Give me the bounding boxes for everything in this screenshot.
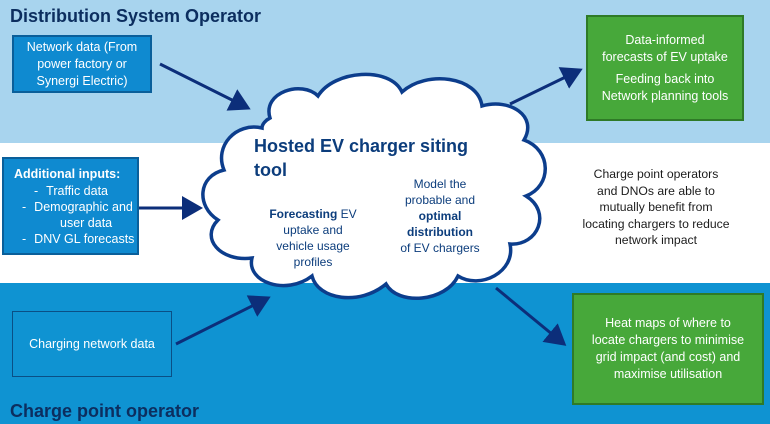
charging-network-data-box: Charging network data (12, 311, 172, 377)
additional-inputs-title: Additional inputs: (14, 166, 121, 181)
cloud-title: Hosted EV charger siting tool (254, 134, 524, 182)
network-data-line-2: power factory or (37, 56, 127, 71)
forecast-line-1: Data-informed (625, 32, 705, 47)
forecasting-line-4: profiles (293, 255, 333, 269)
model-line-4: distribution (384, 224, 496, 240)
dso-heading: Distribution System Operator (10, 6, 262, 26)
network-data-box: Network data (From power factory or Syne… (12, 35, 152, 93)
inputs-bullet: - (22, 231, 27, 246)
forecasting-line-3: vehicle usage (276, 239, 350, 253)
inputs-bullet: - (22, 199, 27, 214)
heatmap-line-3: grid impact (and cost) and (595, 350, 741, 364)
forecast-line-2: forecasts of EV uptake (602, 49, 728, 64)
benefit-text: Charge point operators and DNOs are able… (566, 166, 746, 249)
benefit-line-1: Charge point operators (593, 167, 719, 181)
model-line-5: of EV chargers (400, 241, 480, 255)
benefit-line-3: mutually benefit from (599, 200, 713, 214)
forecasting-text: Forecasting EV uptake and vehicle usage … (254, 206, 372, 270)
forecasting-bold: Forecasting (269, 207, 338, 221)
model-line-1: Model the (413, 177, 467, 191)
arrow-network-to-tool (159, 62, 251, 111)
benefit-line-5: network impact (615, 233, 697, 247)
heatmap-line-1: Heat maps of where to (605, 316, 731, 330)
model-line-2: probable and (404, 193, 476, 207)
inputs-item-text: user data (60, 215, 113, 230)
network-data-line-3: Synergi Electric) (36, 73, 128, 88)
cloud-title-line-2: tool (254, 160, 287, 180)
forecast-line-4: Network planning tools (601, 88, 729, 103)
additional-inputs-box: Additional inputs: - Traffic data - Demo… (2, 157, 139, 255)
model-bold-optimal: optimal (418, 209, 462, 223)
cpo-heading: Charge point operator (10, 401, 200, 421)
inputs-item-text: Traffic data (46, 183, 109, 198)
forecasting-line-1: Forecasting EV (254, 206, 372, 222)
heatmap-line-4: maximise utilisation (613, 367, 723, 381)
arrow-charging-to-tool (175, 295, 271, 346)
inputs-item-user-data: user data (14, 215, 112, 231)
model-text: Model the probable and optimal distribut… (384, 176, 496, 256)
inputs-item-demographic: - Demographic and (14, 199, 133, 215)
cloud-shape (201, 72, 547, 301)
benefit-line-2: and DNOs are able to (597, 183, 715, 198)
inputs-item-text: DNV GL forecasts (34, 231, 135, 246)
inputs-bullet: - (34, 183, 39, 198)
forecasting-rest: EV (337, 207, 357, 221)
network-data-line-1: Network data (From (26, 39, 138, 54)
cloud-title-line-1: Hosted EV charger siting (254, 136, 469, 156)
benefit-line-4: locating chargers to reduce (582, 216, 730, 231)
heatmap-box: Heat maps of where to locate chargers to… (572, 293, 764, 405)
inputs-item-text: Demographic and (34, 199, 133, 214)
inputs-item-traffic: - Traffic data (14, 183, 108, 199)
forecast-box: Data-informed forecasts of EV uptake Fee… (586, 15, 744, 121)
forecast-line-3: Feeding back into (615, 71, 715, 86)
arrow-tool-to-forecast (509, 67, 583, 106)
heatmap-line-2: locate chargers to minimise (591, 333, 745, 347)
inputs-item-dnvgl: - DNV GL forecasts (14, 231, 134, 247)
charging-network-data-label: Charging network data (29, 337, 155, 351)
forecasting-line-2: uptake and (283, 223, 343, 237)
model-line-3: optimal (384, 208, 496, 224)
arrow-tool-to-heatmap (495, 286, 567, 346)
model-bold-distribution: distribution (407, 225, 473, 239)
